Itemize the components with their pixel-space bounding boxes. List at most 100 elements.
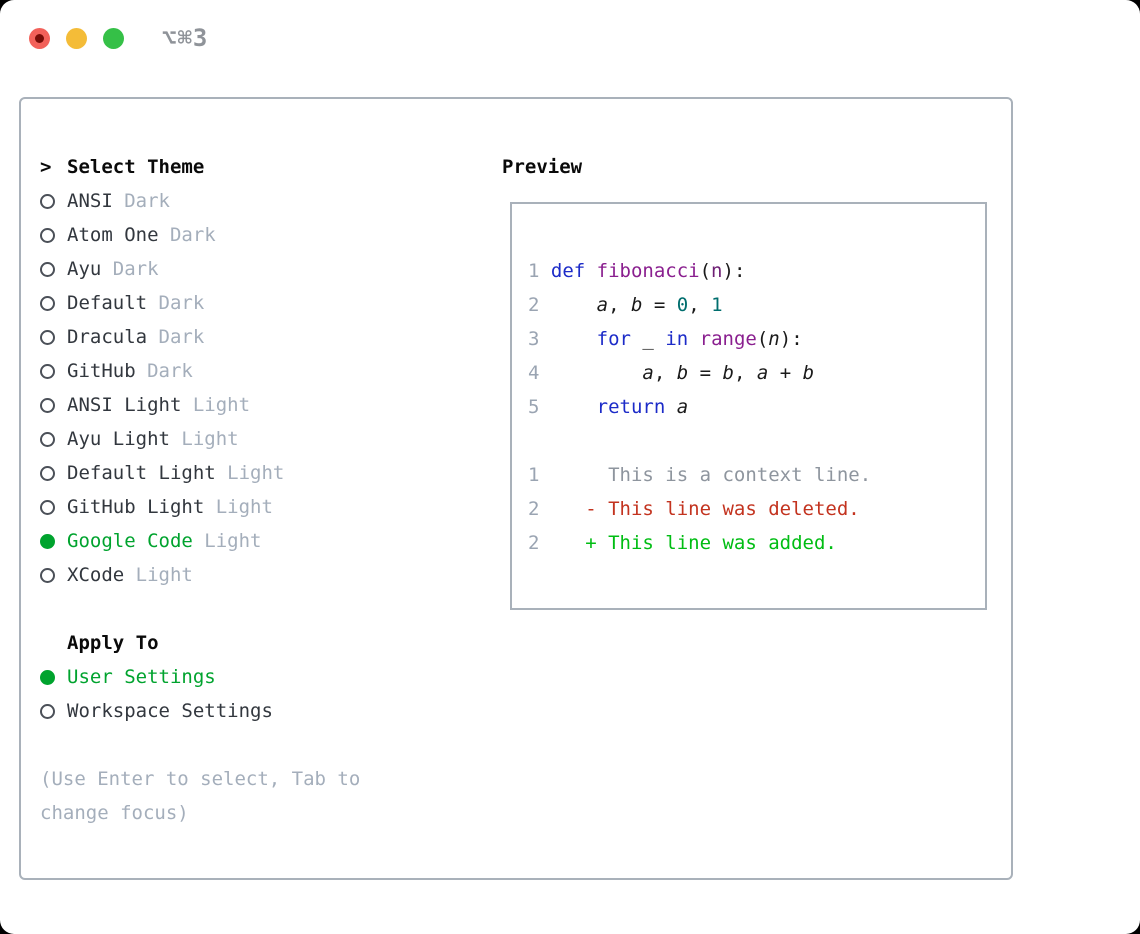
code-token: b	[630, 294, 643, 316]
code-token: a	[642, 362, 654, 384]
code-token: =	[688, 362, 723, 384]
apply-to-title: Apply To	[67, 632, 159, 654]
theme-variant: Light	[227, 462, 285, 484]
marker-gutter	[40, 669, 67, 685]
code-line: 4 a, b = b, a + b	[528, 356, 985, 390]
theme-variant: Dark	[124, 190, 170, 212]
code-token: return	[596, 396, 677, 418]
code-token	[654, 328, 665, 350]
code-token: a	[756, 362, 769, 384]
theme-variant: Dark	[158, 292, 205, 314]
theme-item[interactable]: Google Code Light	[40, 524, 480, 558]
radio-icon	[40, 363, 55, 379]
theme-variant: Dark	[147, 360, 193, 382]
line-number: 2	[528, 294, 540, 316]
radio-icon	[40, 227, 55, 243]
code-token: n	[768, 328, 780, 350]
code-token: range	[699, 328, 757, 350]
theme-name: GitHub Light	[67, 496, 205, 518]
code-token: +	[768, 362, 803, 384]
marker-gutter	[40, 567, 67, 583]
code-token: _	[642, 328, 654, 350]
code-token: ,	[653, 362, 677, 384]
code-token: This is a context line.	[608, 464, 872, 486]
theme-name: Google Code	[67, 530, 193, 552]
radio-icon	[40, 431, 55, 447]
code-token: ):	[722, 260, 746, 282]
theme-variant: Light	[181, 428, 239, 450]
window-title: ⌥⌘3	[162, 24, 209, 52]
select-theme-header: > Select Theme	[40, 150, 480, 184]
theme-name: XCode	[67, 564, 125, 586]
code-token: 1	[711, 294, 723, 316]
code-token: ):	[779, 328, 803, 350]
preview-title: Preview	[502, 156, 583, 178]
code-line	[528, 424, 985, 458]
marker-gutter	[40, 363, 67, 379]
theme-name: GitHub	[67, 360, 136, 382]
apply-to-name: User Settings	[67, 666, 216, 688]
marker-gutter	[40, 703, 67, 719]
theme-name: Dracula	[67, 326, 148, 348]
close-button[interactable]	[29, 27, 50, 49]
hint-text: (Use Enter to select, Tab to change focu…	[40, 768, 361, 824]
theme-item[interactable]: ANSI Dark	[40, 184, 480, 218]
close-dot-icon	[35, 33, 44, 43]
theme-variant: Light	[192, 394, 251, 416]
theme-variant: Dark	[169, 224, 216, 246]
code-token	[551, 464, 608, 486]
code-token	[551, 328, 597, 350]
code-token: 0	[676, 294, 689, 316]
code-token: ,	[608, 294, 631, 316]
theme-name: Default	[67, 292, 148, 314]
code-token: (	[699, 260, 712, 282]
theme-name: ANSI	[67, 190, 113, 212]
line-number: 1	[528, 260, 540, 282]
apply-to-name: Workspace Settings	[67, 700, 273, 722]
line-number: 1	[528, 464, 540, 486]
radio-icon	[40, 703, 55, 719]
titlebar: ⌥⌘3	[29, 24, 209, 52]
code-token	[551, 396, 597, 418]
apply-to-item[interactable]: User Settings	[40, 660, 480, 694]
code-line: 5 return a	[528, 390, 985, 424]
theme-name: Default Light	[67, 462, 216, 484]
theme-item[interactable]: XCode Light	[40, 558, 480, 592]
radio-icon	[40, 499, 55, 515]
theme-variant: Dark	[112, 258, 159, 280]
marker-gutter	[40, 193, 67, 209]
apply-to-item[interactable]: Workspace Settings	[40, 694, 480, 728]
radio-icon	[40, 567, 55, 583]
minimize-button[interactable]	[66, 27, 87, 49]
line-number: 5	[528, 396, 540, 418]
radio-icon	[40, 397, 55, 413]
radio-icon	[40, 261, 55, 277]
radio-icon	[40, 465, 55, 481]
theme-name: ANSI Light	[67, 394, 182, 416]
code-token: for	[596, 328, 643, 350]
line-number: 2	[528, 532, 540, 554]
code-token: b	[676, 362, 689, 384]
radio-selected-icon	[40, 533, 55, 549]
code-line: 2 + This line was added.	[528, 526, 985, 560]
theme-item[interactable]: ANSI Light Light	[40, 388, 480, 422]
zoom-button[interactable]	[103, 27, 124, 49]
theme-variant: Light	[135, 564, 193, 586]
code-token: - This line was deleted.	[585, 498, 860, 520]
theme-item[interactable]: Default Dark	[40, 286, 480, 320]
theme-item[interactable]: GitHub Dark	[40, 354, 480, 388]
theme-item[interactable]: Default Light Light	[40, 456, 480, 490]
marker-gutter	[40, 329, 67, 345]
theme-variant: Light	[204, 530, 262, 552]
code-token: b	[722, 362, 734, 384]
code-token: a	[676, 396, 689, 418]
